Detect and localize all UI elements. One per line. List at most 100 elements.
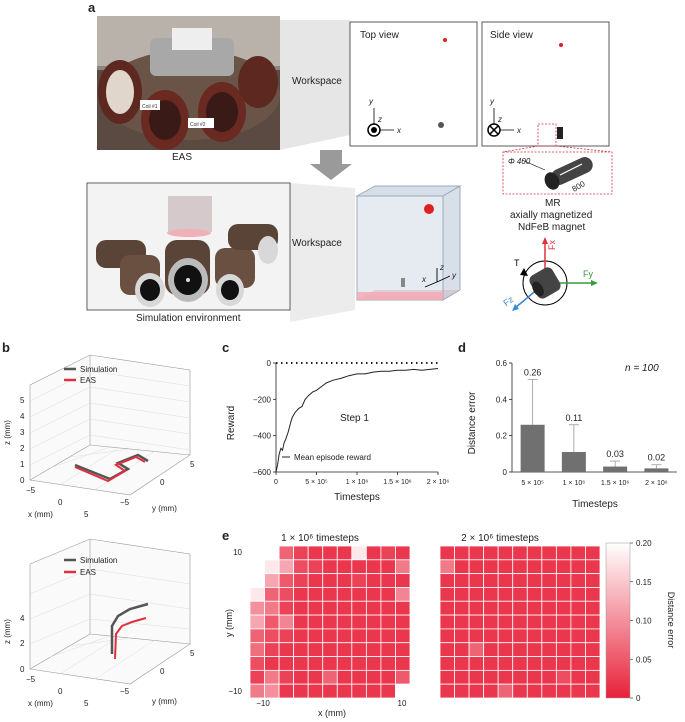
e-colorbar-tick-1: 0.15 [636,578,652,587]
e-xtick-left: −10 [256,699,270,708]
e-heatmap-1-cell [380,545,396,561]
d-value-label-2: 0.03 [606,449,624,459]
d-annotation: n = 100 [625,363,659,374]
e-heatmap-2-cell [526,600,543,616]
b-top-y-tick-2: 5 [190,460,195,469]
e-heatmap-2-cell [454,587,470,602]
e-heatmap-2-cell [497,656,514,671]
d-ylabel: Distance error [467,391,478,454]
panel-letter-d: d [458,340,466,355]
e-heatmap-2-cell [483,614,499,630]
e-heatmap-1-cell [395,587,411,602]
e-heatmap-1-cell [395,559,411,575]
e-heatmap-1-cell [264,642,280,657]
e-heatmap-2-cell [585,600,601,616]
top-view-axis-x: x [396,126,402,135]
d-value-label-3: 0.02 [648,453,666,463]
e-heatmap-2-cell [555,656,572,671]
e-heatmap-2-cell [585,587,601,602]
e-heatmap-1-cell [293,628,309,644]
e-heatmap-2-cell [526,614,543,630]
e-xtick-right: 10 [398,699,407,708]
e-heatmap-2-cell [468,642,485,657]
e-heatmap-1-cell [278,600,295,616]
e-heatmap-1-cell [380,656,396,671]
e-heatmap-1-cell [249,669,265,685]
projection-wedge-top [280,20,350,150]
e-ytick-bottom: −10 [228,687,242,696]
e-heatmap-1-cell [322,587,338,602]
e-heatmap-2-cell [497,600,514,616]
e-heatmap-2-cell [555,614,572,630]
e-heatmap-2-cell [483,600,499,616]
c-ylabel: Reward [226,406,237,440]
e-heatmap-2-cell [468,573,485,588]
e-heatmap-2-cell [541,656,557,671]
e-heatmap-2-cell [526,559,543,575]
force-label-fx: Fx [547,240,557,250]
b-bottom-grid [29,568,191,680]
b-bottom-eas-path [114,617,147,660]
workspace-label-bottom: Workspace [292,238,342,249]
e-heatmap-2-cell [454,642,470,657]
projection-wedge-bottom [290,183,355,322]
e-heatmap-1-cell [351,628,367,644]
e-heatmap-2-cell [541,642,557,657]
e-heatmap-1-cell [336,614,353,630]
d-xlabel: Timesteps [572,499,618,510]
b-bottom-y-tick-1: 0 [160,667,165,676]
e-heatmap-1-cell [278,628,295,644]
e-heatmap-2-cell [555,600,572,616]
b-bottom-simulation-path [110,602,149,654]
b-top-y-tick-0: −5 [120,498,130,507]
coil-label-2: Coil #2 [190,122,206,128]
e-heatmap-1-cell [293,600,309,616]
d-bar-1 [561,452,586,472]
e-heatmap-2-cell [468,669,485,685]
workspace-3d-box [355,185,462,301]
b-top-z-label: z (mm) [3,420,12,445]
e-heatmap-2-cell [497,628,514,644]
e-heatmap-2-cell [439,573,455,588]
e-heatmap-1-cell [351,669,367,685]
e-heatmap-1-cell [365,614,382,630]
e-heatmap-2-cell [541,600,557,616]
c-ytick-label-3: −600 [253,468,272,477]
side-view-axis-z: z [497,115,502,124]
e-heatmap-1-cell [249,600,265,616]
e-heatmap-1-cell [365,573,382,588]
panel-b-bottom-plot: Simulation EAS 0 2 4 z (mm) −5 0 5 x (mm… [3,538,195,708]
e-heatmap-1-cell [336,573,353,588]
e-heatmap-2-cell [570,600,586,616]
e-heatmap-2-cell [468,545,485,561]
e-heatmap-2-cell [526,642,543,657]
e-xlabel: x (mm) [318,708,346,718]
e-heatmap-2-cell [512,656,528,671]
e-heatmap-1-cell [278,669,295,685]
c-legend-label: Mean episode reward [294,453,371,462]
e-heatmap-1-cell [395,628,411,644]
e-heatmap-1-cell [365,587,382,602]
e-heatmap-1-cell [336,600,353,616]
e-heatmap-1-cell [395,545,411,561]
e-heatmap-2-cell [512,587,528,602]
e-heatmap-2-cell [439,587,455,602]
e-heatmap-1-cell [307,642,324,657]
b-top-legend-simulation: Simulation [80,365,117,374]
coil-label-1: Coil #1 [142,104,158,110]
e-heatmap-1-cell [380,559,396,575]
d-ytick-label-2: 0.4 [496,395,508,404]
e-heatmap-2-cell [468,656,485,671]
e-heatmap-2-cell [585,545,601,561]
eas-label: EAS [172,152,193,163]
e-heatmap-2-cell [439,614,455,630]
e-heatmap-1-cell [351,587,367,602]
e-heatmap-2-cell [468,683,485,699]
e-title-1: 1 × 10⁶ timesteps [281,533,359,544]
e-heatmap-1-cell [322,642,338,657]
c-ytick-label-2: −400 [253,432,272,441]
e-heatmap-2-cell [454,683,470,699]
e-heatmap-1-cell [395,656,411,671]
